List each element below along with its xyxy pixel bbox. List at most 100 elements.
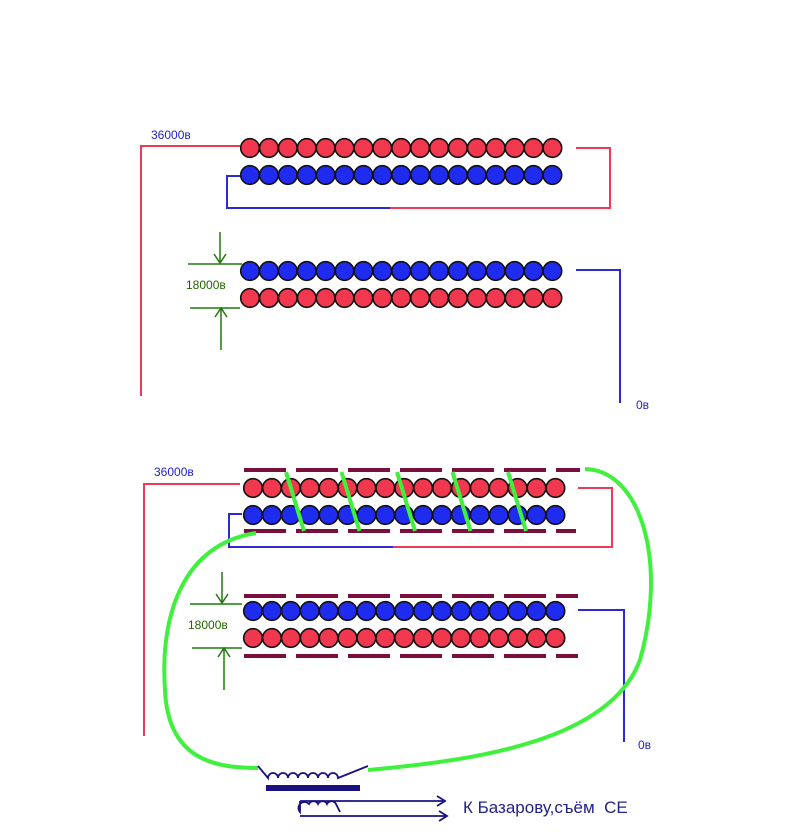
ball (242, 627, 264, 649)
bottom-voltage-high-label: 36000в (154, 465, 194, 479)
ball (315, 287, 336, 309)
ball (277, 260, 298, 282)
ball (356, 627, 377, 649)
ball (523, 260, 544, 282)
ball (261, 504, 283, 526)
ball (391, 137, 412, 159)
ball (242, 477, 264, 499)
coil-turn (450, 471, 473, 532)
ball (375, 477, 396, 499)
ball (507, 600, 528, 622)
transformer (257, 765, 449, 822)
ball (542, 137, 563, 159)
coil-turn (506, 471, 528, 532)
ball (526, 504, 547, 526)
ball (450, 600, 472, 622)
ball (488, 627, 509, 649)
ball (337, 600, 358, 622)
ball (318, 627, 339, 649)
ball (428, 137, 450, 159)
ball (413, 477, 434, 499)
green-loop-wire (162, 467, 653, 772)
ball (410, 137, 431, 159)
transformer-primary-coil (257, 765, 369, 781)
ball (545, 477, 566, 499)
green-coil-turns (284, 471, 528, 532)
bottom-diagram: 36000в 18000в 0в К Базарову,съём СЕ (143, 465, 653, 822)
ball (261, 600, 283, 622)
ball (356, 477, 377, 499)
ball (410, 260, 431, 282)
bottom-red-ball-row-2 (242, 627, 566, 649)
bottom-blue-ball-row-2 (242, 600, 566, 622)
ball (447, 137, 469, 159)
ball (523, 287, 544, 309)
ball (394, 600, 415, 622)
ball (375, 504, 396, 526)
ball (391, 260, 412, 282)
ball (428, 164, 450, 186)
ball (242, 600, 264, 622)
ball (447, 287, 469, 309)
ball (488, 600, 509, 622)
ball (545, 600, 566, 622)
ball (431, 477, 453, 499)
ball (485, 260, 506, 282)
ball (239, 260, 261, 282)
ball (394, 627, 415, 649)
ball (526, 627, 547, 649)
ball (545, 504, 566, 526)
ball (447, 164, 469, 186)
ball (523, 137, 544, 159)
ball (507, 627, 528, 649)
ball (413, 600, 434, 622)
ball (280, 600, 301, 622)
ball (315, 137, 336, 159)
ball (469, 504, 490, 526)
ball (356, 504, 377, 526)
ball (258, 287, 280, 309)
ball (277, 287, 298, 309)
top-voltage-zero-label: 0в (636, 398, 649, 412)
ball (466, 260, 487, 282)
output-label: К Базарову,съём СЕ (463, 798, 628, 817)
ball (318, 600, 339, 622)
bottom-voltage-mid-label: 18000в (188, 618, 228, 632)
top-blue-ball-row-1 (239, 164, 563, 186)
ball (485, 287, 506, 309)
ball (391, 287, 412, 309)
ball (372, 164, 393, 186)
ball (485, 164, 506, 186)
bottom-red-ball-row-1 (242, 477, 566, 499)
top-red-ball-row-2 (239, 287, 563, 309)
ball (526, 477, 547, 499)
ball (299, 477, 320, 499)
ball (488, 477, 509, 499)
ball (299, 600, 320, 622)
ball (277, 137, 298, 159)
ball (258, 137, 280, 159)
ball (258, 164, 280, 186)
ball (315, 164, 336, 186)
ball (318, 477, 339, 499)
ball (239, 287, 261, 309)
ball (296, 287, 317, 309)
ball (466, 287, 487, 309)
ball (372, 260, 393, 282)
ball (299, 627, 320, 649)
ball (372, 137, 393, 159)
ball (296, 164, 317, 186)
ball (242, 504, 264, 526)
ball (258, 260, 280, 282)
ball (334, 137, 355, 159)
ball (261, 477, 283, 499)
ball (296, 260, 317, 282)
ball (410, 287, 431, 309)
coil-turn (339, 471, 362, 532)
ball (431, 627, 453, 649)
ball (334, 287, 355, 309)
ball (431, 600, 453, 622)
bottom-red-wire (143, 483, 613, 736)
ball (337, 627, 358, 649)
